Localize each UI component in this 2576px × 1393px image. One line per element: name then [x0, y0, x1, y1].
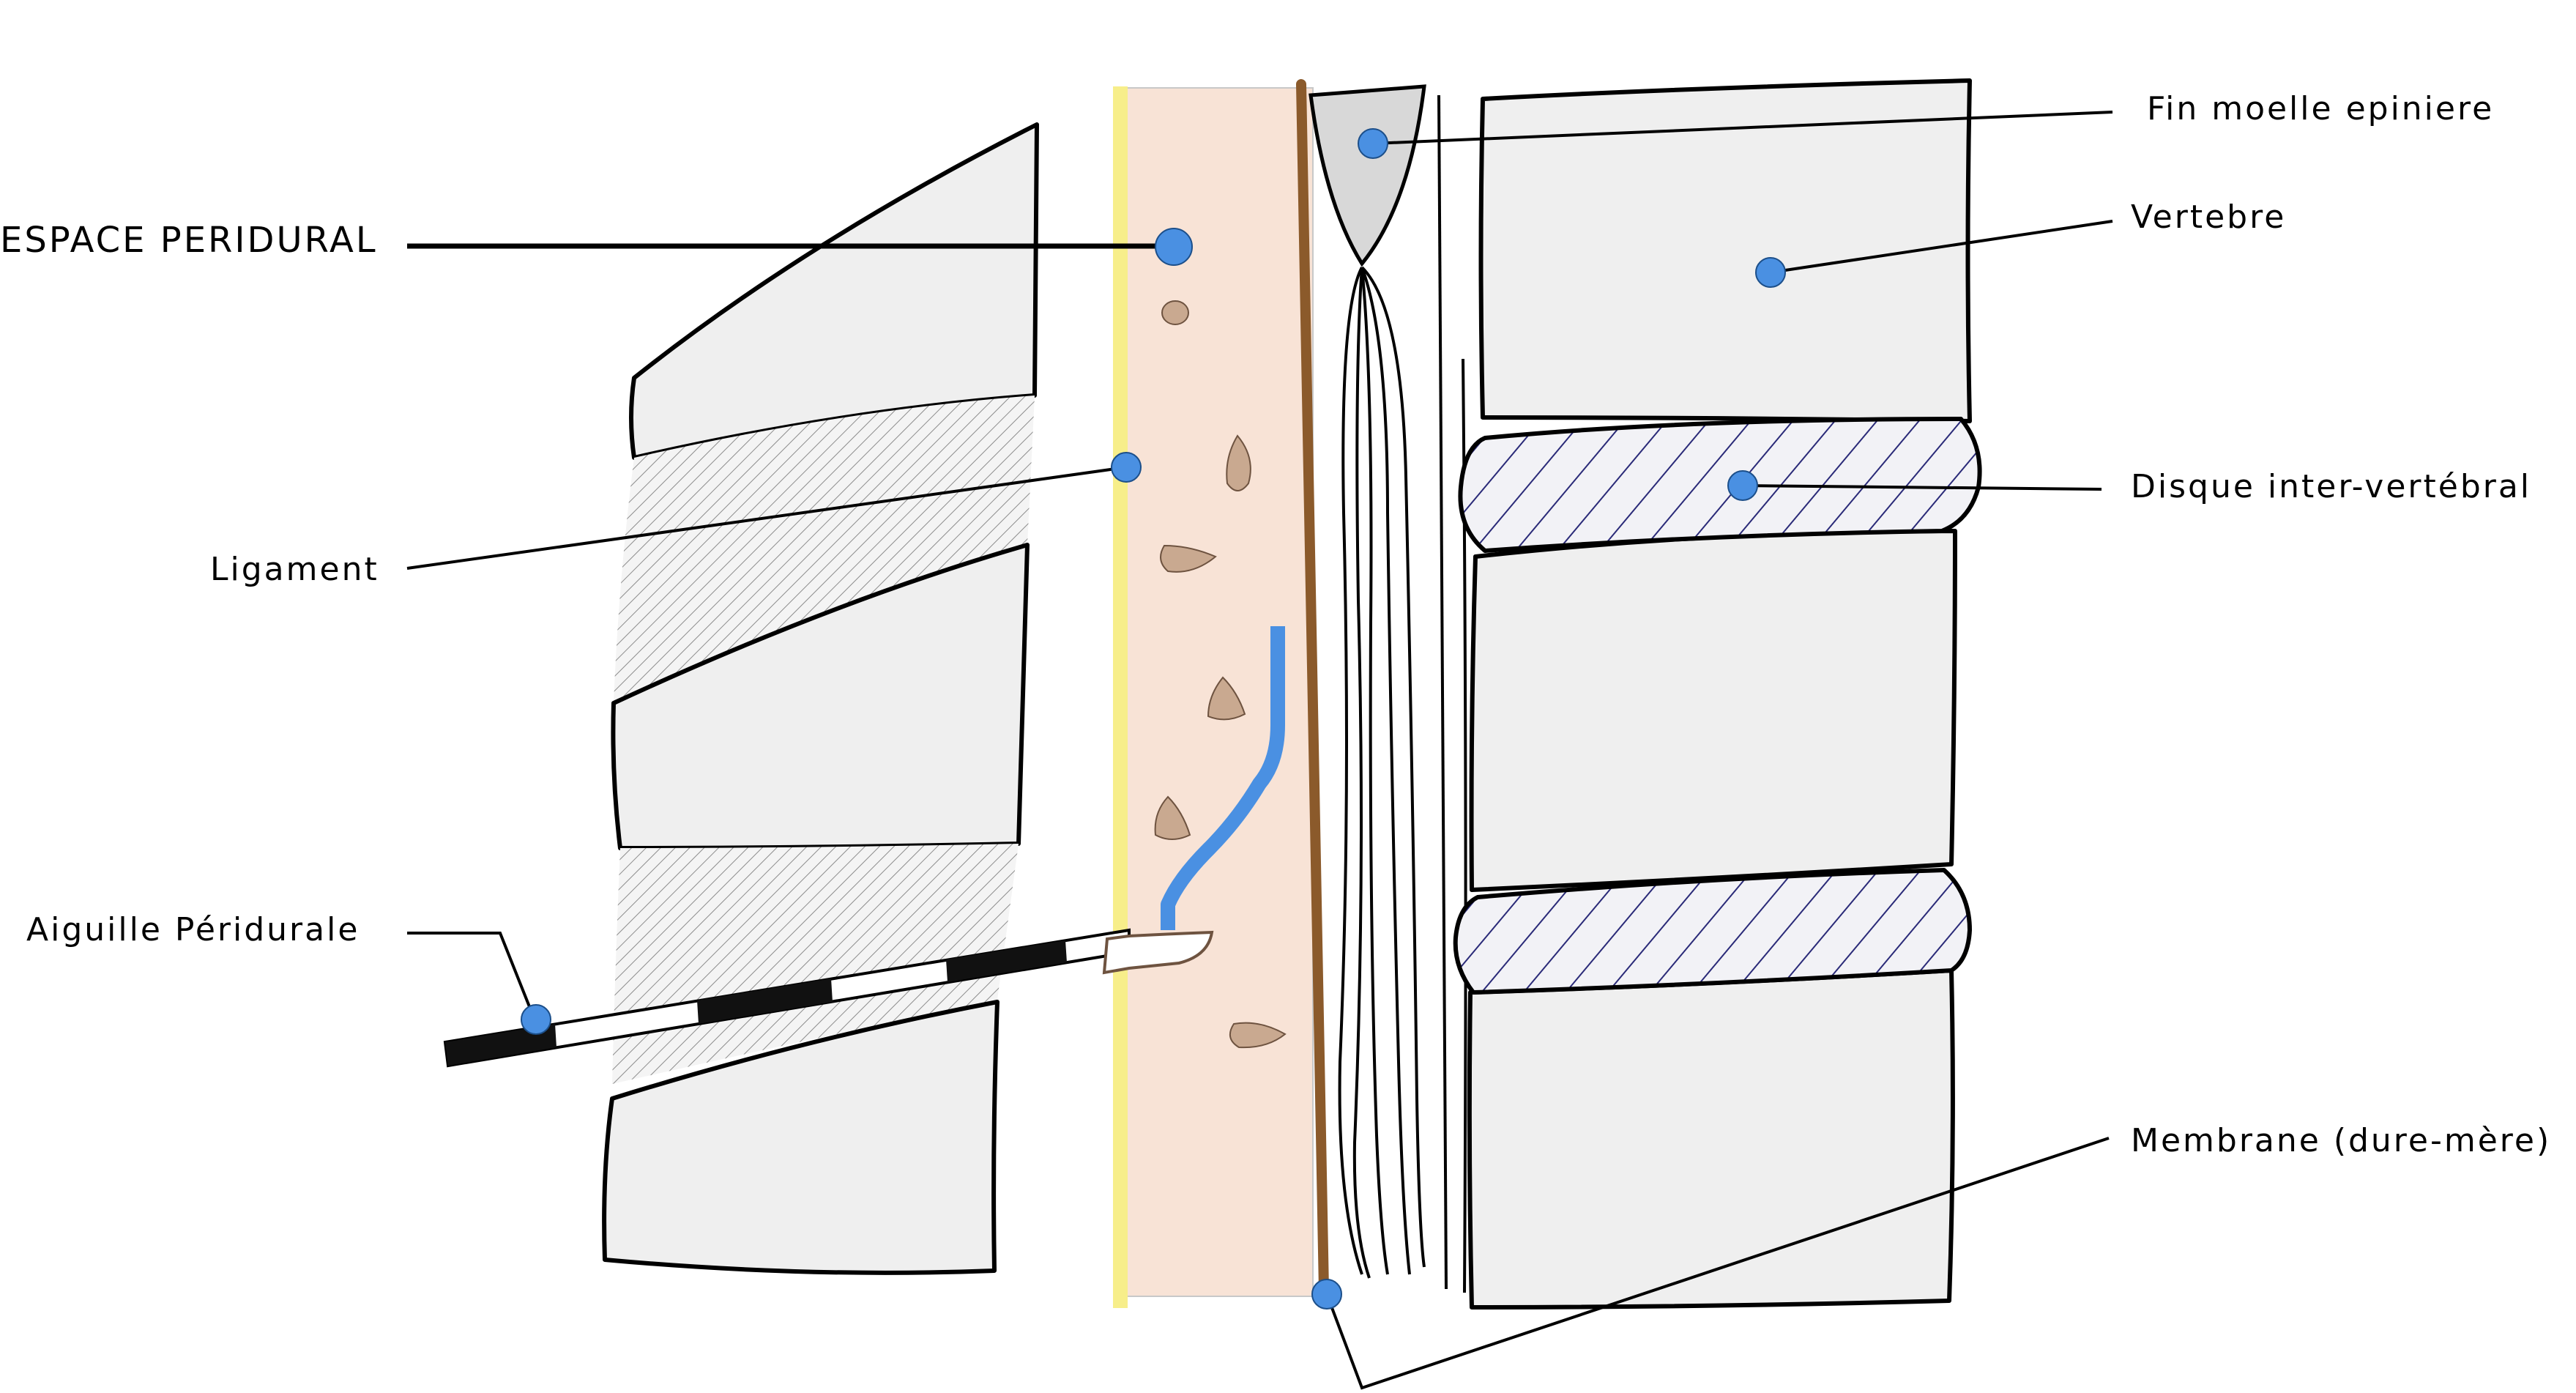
marker-dot-icon [1155, 229, 1192, 265]
vertebral-body-bottom [1470, 970, 1953, 1307]
marker-dot-icon [1358, 129, 1388, 158]
marker-dot-icon [521, 1005, 551, 1034]
vertebral-body-top [1481, 81, 1970, 421]
conus-medullaris [1311, 86, 1424, 264]
intervertebral-disc-upper [1460, 419, 1979, 551]
fat-globule [1162, 301, 1188, 324]
marker-dot-icon [1756, 258, 1785, 287]
label-ligament: Ligament [210, 551, 379, 588]
marker-dot-icon [1112, 453, 1141, 482]
marker-dot-icon [1728, 471, 1757, 500]
label-membrane: Membrane (dure-mère) [2131, 1122, 2551, 1159]
label-vertebre: Vertebre [2131, 198, 2286, 236]
label-disque: Disque inter-vertébral [2131, 468, 2531, 505]
leader-aiguille [407, 933, 535, 1019]
ligament-band [1113, 86, 1128, 1308]
label-aiguille-peridurale: Aiguille Péridurale [26, 911, 360, 948]
label-fin-moelle: Fin moelle epiniere [2147, 90, 2494, 127]
cauda-equina [1340, 95, 1466, 1293]
label-espace-peridural: ESPACE PERIDURAL [0, 220, 378, 261]
posterior-vertebral-arch [604, 125, 1037, 1273]
vertebral-column [1456, 81, 1980, 1307]
vertebral-body-middle [1472, 531, 1955, 890]
marker-dot-icon [1312, 1279, 1341, 1309]
